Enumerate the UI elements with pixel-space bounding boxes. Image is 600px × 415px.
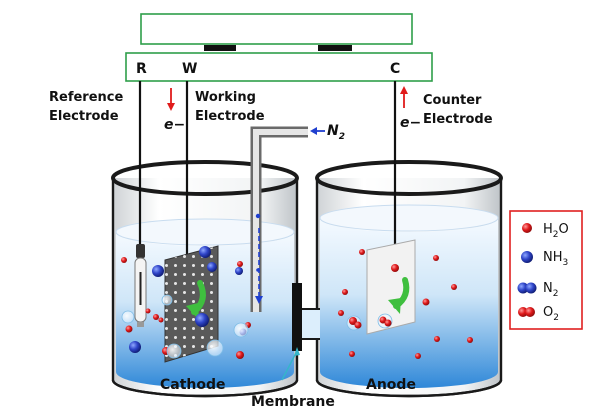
working-electron-label: e−: [164, 117, 185, 133]
n2-inlet-label: N2: [327, 123, 345, 142]
working-electrode-label-1: Working: [195, 90, 256, 105]
legend-n2: N2: [543, 281, 558, 299]
potentiostat-frame: R W C: [125, 13, 433, 82]
legend-nh3: NH3: [543, 250, 568, 268]
reference-electrode-label-2: Electrode: [49, 109, 119, 124]
ammonia-molecule-icon: [521, 251, 533, 263]
counter-electron-label: e−: [400, 115, 421, 131]
oxygen-molecule-icon: [518, 307, 535, 317]
nitrogen-molecule-icon: [517, 282, 537, 294]
terminal-r: R: [136, 61, 147, 77]
counter-electrode-plate: [366, 239, 416, 335]
water-molecule-icon: [522, 223, 532, 233]
anode-reaction-arrow: [388, 277, 410, 314]
cathode-molecules: [121, 246, 251, 359]
counter-electrode-label-2: Electrode: [423, 112, 493, 127]
terminal-w: W: [182, 61, 197, 77]
legend-h2o: H2O: [543, 222, 569, 240]
n2-inlet-tube: [250, 126, 308, 312]
legend-o2: O2: [543, 305, 559, 323]
reference-electrode: [134, 244, 147, 327]
legend: H2O NH3 N2 O2: [509, 210, 583, 330]
membrane: [292, 283, 302, 351]
n2-inlet-arrow: [310, 127, 325, 135]
anode-label: Anode: [366, 377, 416, 393]
cathode-reaction-arrow: [186, 280, 206, 320]
working-electrode-plate: [164, 245, 219, 363]
terminal-c: C: [390, 61, 400, 77]
reference-electrode-label-1: Reference: [49, 90, 123, 105]
cathode-label: Cathode: [160, 377, 226, 393]
counter-electrode-label-1: Counter: [423, 93, 482, 108]
anode-molecules: [338, 249, 473, 359]
counter-electron-arrow: [400, 86, 408, 108]
membrane-label: Membrane: [251, 394, 335, 410]
membrane-callout: [281, 347, 300, 381]
working-electron-arrow: [167, 88, 175, 111]
working-electrode-label-2: Electrode: [195, 109, 265, 124]
